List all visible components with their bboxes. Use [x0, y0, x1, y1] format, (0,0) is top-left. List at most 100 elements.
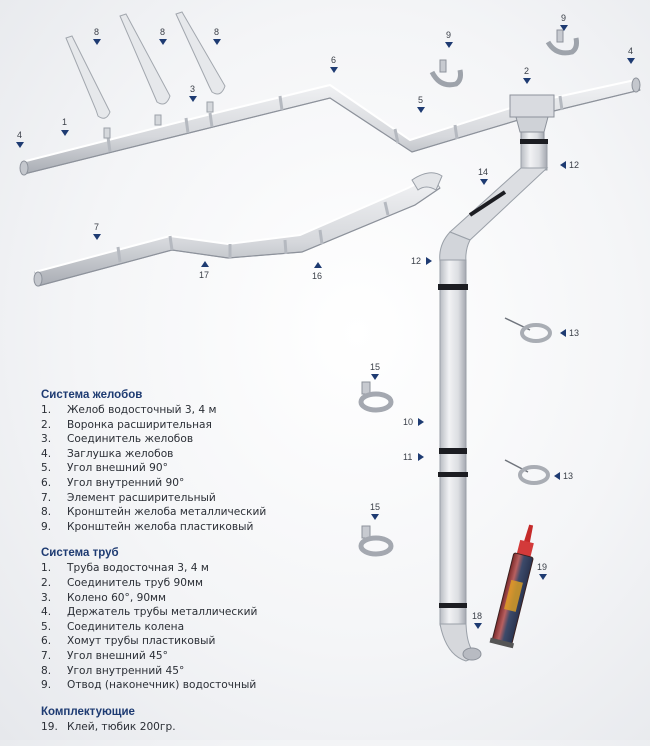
callout-arrow [627, 58, 635, 64]
callout-15a: 15 [370, 362, 381, 372]
legend-item: 2.Воронка расширительная [41, 418, 371, 433]
callout-arrow [560, 25, 568, 31]
legend-item: 8. Кронштейн желоба металлический [41, 505, 371, 520]
legend-item-text: Соединитель колена [67, 620, 185, 633]
callout-3: 3 [190, 84, 196, 94]
legend-item-number: 8. [41, 506, 52, 519]
callout-arrow [426, 257, 432, 265]
legend-accessories: Комплектующие 19.Клей, тюбик 200гр. [41, 705, 371, 735]
legend-item-number: 1. [41, 562, 52, 575]
legend-item: 5. Соединитель колена [41, 620, 371, 635]
pipe-clamps-metal [504, 317, 552, 485]
legend-item-number: 3. [41, 591, 52, 604]
callout-4-left: 4 [17, 130, 23, 140]
legend-item-number: 9. [41, 520, 52, 533]
legend-item-number: 6. [41, 476, 52, 489]
legend-item-text: Хомут трубы пластиковый [67, 635, 216, 648]
legend-item: 9. Кронштейн желоба пластиковый [41, 520, 371, 535]
callout-arrow [554, 472, 560, 480]
legend-item-text: Угол внутренний 90° [67, 476, 185, 489]
section-title: Комплектующие [41, 705, 135, 718]
callout-14: 14 [478, 167, 489, 177]
callout-15b: 15 [370, 502, 381, 512]
legend-item-text: Соединитель желобов [67, 433, 194, 446]
legend-item-text: Угол внешний 45° [67, 649, 168, 662]
legend-item: 6. Угол внутренний 90° [41, 476, 371, 491]
legend-item-number: 9. [41, 679, 52, 692]
plastic-brackets [429, 29, 579, 88]
legend-item-number: 5. [41, 620, 52, 633]
legend-item-text: Кронштейн желоба пластиковый [67, 520, 254, 533]
legend-item-text: Элемент расширительный [67, 491, 216, 504]
callout-arrow [445, 42, 453, 48]
callout-arrow [213, 39, 221, 45]
legend-item-text: Отвод (наконечник) водосточный [67, 679, 257, 692]
callout-arrow [16, 142, 24, 148]
gutter-end-cap [631, 77, 641, 93]
gutter-funnel [509, 94, 555, 145]
callout-5: 5 [418, 95, 424, 105]
callout-9b: 9 [561, 13, 567, 23]
legend-item-text: Колено 60°, 90мм [67, 591, 167, 604]
legend-item-number: 19. [41, 720, 58, 733]
section-title: Система желобов [41, 389, 143, 401]
legend-gutter-system: Система желобов 1. Желоб водосточный 3, 4… [41, 388, 371, 534]
legend-item-number: 3. [41, 433, 52, 446]
legend-item-text: Кронштейн желоба металлический [67, 506, 267, 519]
legend-item-number: 6. [41, 635, 52, 648]
legend: Система желобов 1. Желоб водосточный 3, 4… [41, 388, 371, 746]
legend-item-number: 4. [41, 606, 52, 619]
callout-10: 10 [403, 417, 414, 427]
legend-item-number: 1. [41, 404, 52, 416]
callout-arrow [417, 107, 425, 113]
callout-arrow [93, 39, 101, 45]
callout-12a: 12 [569, 160, 580, 170]
legend-item-number: 4. [41, 447, 52, 460]
legend-item: 1. Желоб водосточный 3, 4 м [41, 403, 371, 418]
legend-item: 4.Держатель трубы металлический [41, 605, 371, 620]
callout-7: 7 [94, 222, 100, 232]
legend-item: 19.Клей, тюбик 200гр. [41, 720, 371, 735]
legend-item: 9. Отвод (наконечник) водосточный [41, 678, 371, 693]
callout-17: 17 [199, 270, 210, 280]
callout-9a: 9 [446, 30, 452, 40]
lower-gutter [33, 172, 443, 287]
legend-item-text: Желоб водосточный 3, 4 м [67, 404, 217, 416]
callout-16: 16 [312, 271, 323, 281]
pipe-collars-plastic [358, 381, 394, 557]
callout-8b: 8 [160, 27, 166, 37]
callout-arrow [330, 67, 338, 73]
callout-arrow [371, 374, 379, 380]
legend-item-number: 2. [41, 418, 52, 431]
metal-brackets [65, 11, 226, 119]
legend-item-text: Труба водосточная 3, 4 м [67, 562, 209, 575]
callout-arrow [61, 130, 69, 136]
legend-item: 5.Угол внешний 90° [41, 461, 371, 476]
callout-arrow [474, 623, 482, 629]
gutter-end-cap [19, 160, 29, 176]
callout-arrow [560, 161, 566, 169]
callout-arrow [560, 329, 566, 337]
legend-item-text: Соединитель труб 90мм [67, 576, 204, 589]
callout-arrow [189, 96, 197, 102]
section-title: Система труб [41, 547, 119, 560]
legend-item: 3. Колено 60°, 90мм [41, 591, 371, 606]
callout-11: 11 [403, 452, 413, 462]
legend-item: 6. Хомут трубы пластиковый [41, 634, 371, 649]
callout-12b: 12 [411, 256, 422, 266]
callout-arrow [418, 453, 424, 461]
callout-arrow [371, 514, 379, 520]
callout-arrow [523, 78, 531, 84]
callout-arrow [539, 574, 547, 580]
legend-item-number: 7. [41, 491, 52, 504]
glue-tube [489, 524, 534, 649]
callout-arrow [93, 234, 101, 240]
legend-item-number: 7. [41, 649, 52, 662]
legend-item-text: Угол внешний 90° [67, 462, 168, 475]
callout-8a: 8 [94, 27, 100, 37]
callout-arrow [480, 179, 488, 185]
legend-item: 7. Угол внешний 45° [41, 649, 371, 664]
callout-2: 2 [524, 66, 530, 76]
